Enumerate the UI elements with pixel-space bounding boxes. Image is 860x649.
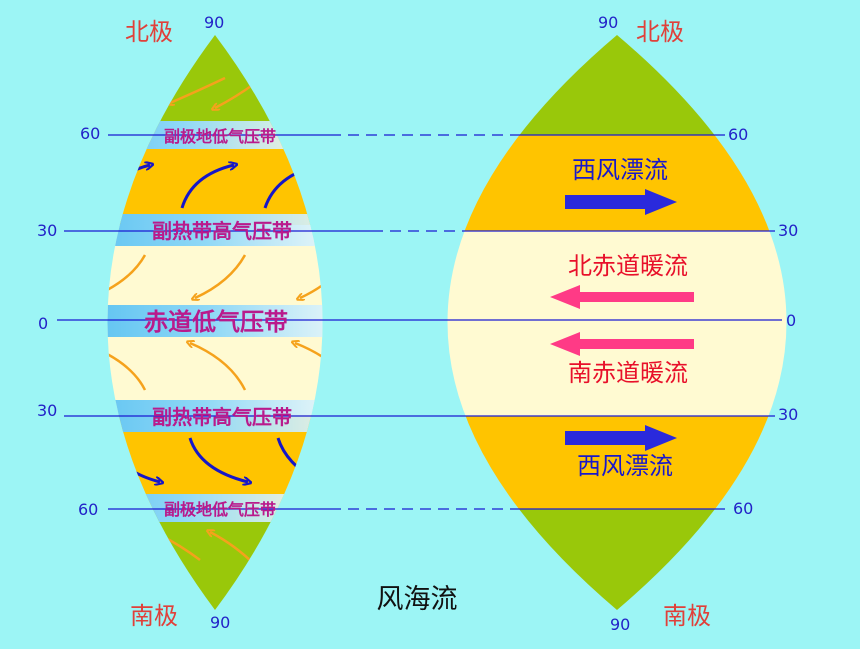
wind-arrow: [190, 343, 247, 391]
lat-label-s30: 30: [778, 405, 798, 424]
belt-label-s30: 副热带高气压带: [152, 405, 292, 429]
belt-band-n30: [107, 214, 323, 246]
lat-label-n30: 30: [37, 221, 57, 240]
tropical-zone: [447, 231, 787, 416]
latitude-lines: [57, 134, 782, 510]
north-pole-label-left: 北极: [125, 18, 173, 46]
wind-arrow: [295, 343, 323, 391]
west-wind-drift-arrow-south: [565, 425, 677, 451]
wind-arrow: [195, 254, 247, 298]
pressure-belt-labels: 副极地低气压带 副热带高气压带 赤道低气压带 副热带高气压带 副极地低气压带: [144, 127, 292, 519]
belt-label-n60: 副极地低气压带: [164, 127, 276, 146]
south-temperate-zone: [447, 416, 787, 509]
lat-label-s60: 60: [78, 500, 98, 519]
north-polar-zone: [447, 35, 787, 135]
wind-arrow: [170, 76, 226, 103]
south-equatorial-current-arrow: [550, 332, 694, 356]
wind-arrow: [107, 341, 147, 391]
right-globe: [447, 35, 787, 610]
north-pole-label-right: 北极: [636, 18, 684, 46]
lat-label-s60: 60: [733, 499, 753, 518]
south-pole-label-left: 南极: [130, 602, 178, 630]
wind-arrow: [180, 165, 234, 209]
belt-label-n30: 副热带高气压带: [152, 219, 292, 243]
right-latitude-numbers: 60 30 0 30 60 90 90: [598, 13, 798, 634]
current-label-north-equatorial: 北赤道暖流: [568, 252, 688, 280]
west-wind-drift-arrow-north: [565, 189, 677, 215]
north-equatorial-current-arrow: [550, 285, 694, 309]
wind-arrow: [107, 254, 147, 300]
left-latitude-numbers: 60 30 0 30 60 90 90: [37, 13, 230, 632]
current-label-north-west-wind-drift: 西风漂流: [572, 156, 668, 184]
lat-label-eq: 0: [38, 314, 48, 333]
south-polar-zone: [447, 509, 787, 610]
south-pole-label-right: 南极: [663, 602, 711, 630]
south-pole-degree-right: 90: [610, 615, 630, 634]
ocean-currents: 西风漂流 北赤道暖流 南赤道暖流 西风漂流: [550, 156, 694, 480]
north-pole-degree-left: 90: [204, 13, 224, 32]
pole-labels: 北极 南极 北极 南极: [125, 18, 711, 630]
south-pole-degree-left: 90: [210, 613, 230, 632]
current-label-south-west-wind-drift: 西风漂流: [577, 452, 673, 480]
lat-label-eq: 0: [786, 311, 796, 330]
lat-label-n60: 60: [80, 124, 100, 143]
belt-label-s60: 副极地低气压带: [164, 500, 276, 519]
lat-label-s30: 30: [37, 401, 57, 420]
belt-label-eq: 赤道低气压带: [144, 308, 288, 336]
current-label-south-equatorial: 南赤道暖流: [568, 359, 688, 387]
belt-band-eq: [107, 305, 323, 337]
lat-label-n60: 60: [728, 125, 748, 144]
south-polar-zone: [107, 510, 323, 610]
wind-arrow: [300, 254, 323, 298]
caption: 风海流: [377, 584, 458, 615]
lat-label-n30: 30: [778, 221, 798, 240]
north-pole-degree-right: 90: [598, 13, 618, 32]
north-temperate-zone: [447, 135, 787, 231]
wind-arrow: [188, 437, 248, 482]
